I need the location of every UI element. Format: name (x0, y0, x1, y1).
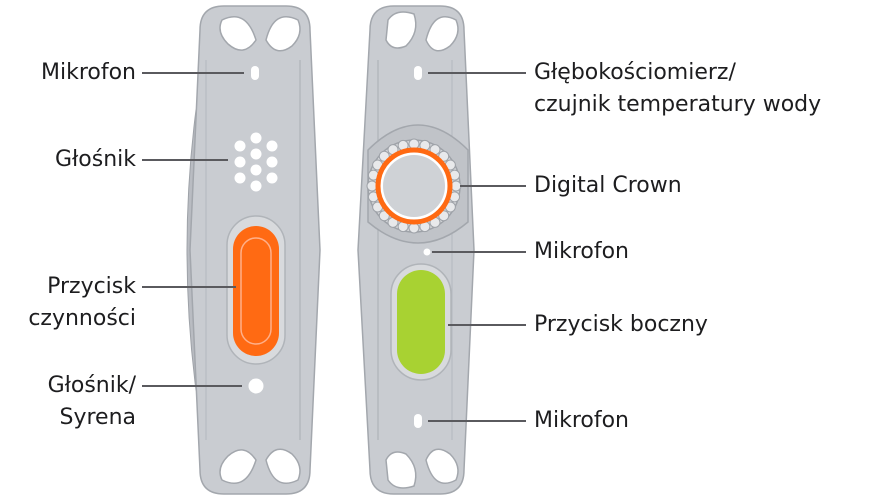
label-depth-gauge: Głębokościomierz/ czujnik temperatury wo… (534, 60, 822, 117)
digital-crown (366, 138, 462, 234)
left-lug-bottom-2 (265, 448, 301, 484)
right-microphone-hole-bottom (414, 414, 422, 428)
left-microphone-hole (251, 66, 259, 80)
side-button (397, 270, 445, 374)
leader-lines (142, 72, 526, 422)
left-speaker-grid (234, 132, 278, 192)
right-case-body (357, 5, 475, 495)
label-microphone-top: Mikrofon (40, 60, 136, 85)
right-lug-bottom-2 (425, 448, 459, 484)
right-watch-side (357, 5, 475, 495)
right-microphone-hole-mid (423, 248, 431, 256)
label-side-button: Przycisk boczny (534, 312, 708, 337)
right-lug-top-2 (425, 16, 459, 52)
right-depth-sensor-hole (414, 66, 422, 80)
label-microphone-bottom: Mikrofon (534, 408, 630, 433)
right-lug-bottom (385, 451, 417, 489)
action-button (233, 226, 279, 356)
left-watch-side (186, 5, 321, 495)
label-speaker: Głośnik (54, 147, 136, 172)
left-lug-bottom (219, 449, 257, 484)
left-lug-top-2 (265, 16, 301, 52)
label-microphone-mid: Mikrofon (534, 239, 630, 264)
label-digital-crown: Digital Crown (534, 173, 682, 198)
left-siren-hole (248, 378, 264, 394)
left-lug-top (219, 16, 257, 51)
right-lug-top (385, 11, 417, 49)
label-action-button: Przycisk czynności (28, 274, 136, 331)
label-speaker-siren: Głośnik/ Syrena (47, 373, 136, 430)
